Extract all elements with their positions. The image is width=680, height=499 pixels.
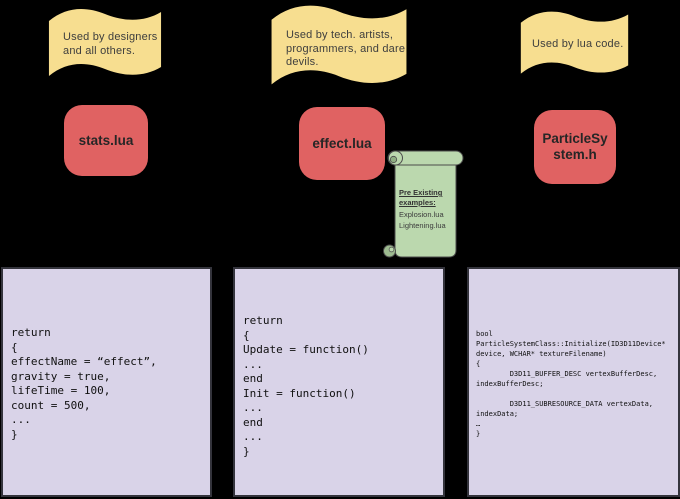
flag-designers: Used by designers and all others. xyxy=(46,5,164,85)
scroll-heading: Pre Existing examples: xyxy=(399,188,443,207)
flag-lua-code: Used by lua code. xyxy=(518,8,631,82)
scroll-item: Explosion.lua xyxy=(399,210,444,219)
file-card-effect-lua: effect.lua xyxy=(299,107,385,180)
scroll-item: Lightening.lua xyxy=(399,220,446,230)
file-card-stats-lua: stats.lua xyxy=(64,105,148,176)
flag-tech-artists-text: Used by tech. artists, programmers, and … xyxy=(286,29,406,68)
file-label: ParticleSy stem.h xyxy=(542,131,608,162)
code-block-particlesystem-h: bool ParticleSystemClass::Initialize(ID3… xyxy=(467,267,680,497)
scroll-text: Pre Existing examples: Explosion.lua Lig… xyxy=(399,188,453,231)
file-card-particlesystem-h: ParticleSy stem.h xyxy=(534,110,616,184)
flag-tech-artists: Used by tech. artists, programmers, and … xyxy=(268,1,410,95)
code-text: return { Update = function() ... end Ini… xyxy=(243,314,369,458)
code-text: return { effectName = “effect”, gravity … xyxy=(11,326,157,441)
code-block-effect-lua: return { Update = function() ... end Ini… xyxy=(233,267,445,497)
code-block-stats-lua: return { effectName = “effect”, gravity … xyxy=(1,267,212,497)
file-label: effect.lua xyxy=(312,135,372,151)
scroll-shape xyxy=(383,150,464,258)
flag-lua-code-text: Used by lua code. xyxy=(532,38,624,50)
flag-designers-text: Used by designers and all others. xyxy=(63,31,158,57)
wave-flag-shape xyxy=(520,11,629,74)
code-text: bool ParticleSystemClass::Initialize(ID3… xyxy=(476,330,666,438)
file-label: stats.lua xyxy=(78,132,134,148)
scroll-pre-existing-examples: Pre Existing examples: Explosion.lua Lig… xyxy=(382,149,468,259)
wave-flag-shape xyxy=(271,5,407,85)
wave-flag-shape xyxy=(48,8,162,77)
